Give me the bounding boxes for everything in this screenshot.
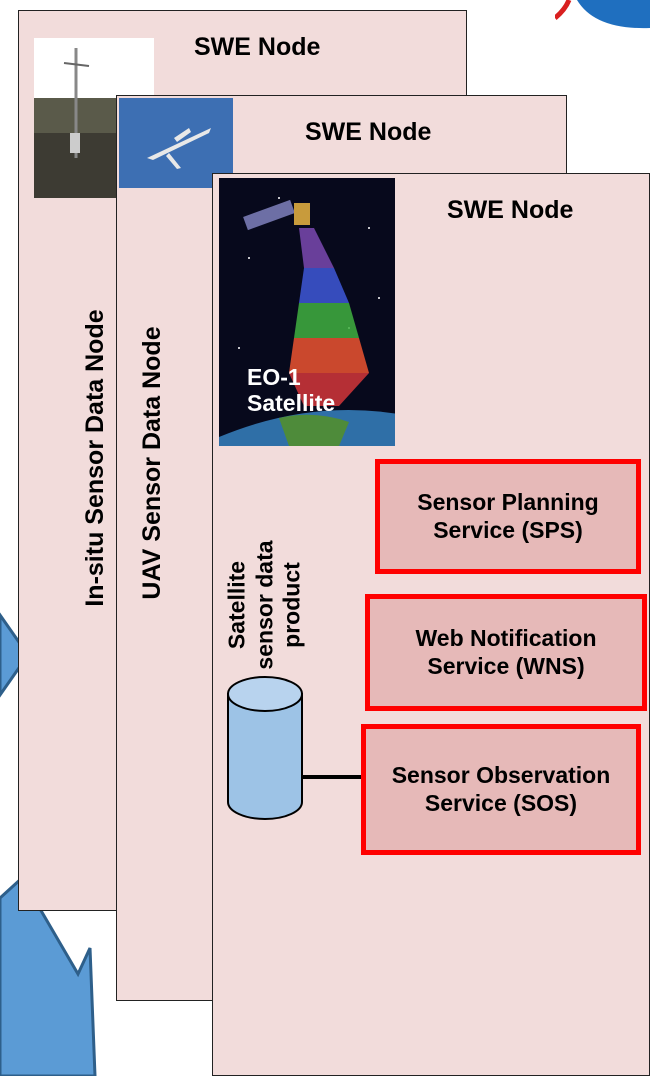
- sos-service-box: Sensor Observation Service (SOS): [361, 724, 641, 855]
- db-connector-line: [302, 775, 364, 779]
- sps-service-box: Sensor Planning Service (SPS): [375, 459, 641, 574]
- satellite-image-caption: EO-1 Satellite: [247, 364, 336, 417]
- node-title: SWE Node: [447, 196, 574, 224]
- in-situ-vertical-label: In-situ Sensor Data Node: [81, 309, 109, 607]
- uav-vertical-label: UAV Sensor Data Node: [138, 326, 166, 600]
- satellite-node-panel: EO-1 Satellite SWE Node Satellite sensor…: [212, 173, 650, 1076]
- globe-icon: [555, 0, 650, 29]
- node-title: SWE Node: [305, 118, 432, 146]
- eo1-satellite-photo: EO-1 Satellite: [219, 178, 395, 446]
- data-product-label: Satellite sensor data product: [223, 540, 305, 670]
- database-icon: [227, 676, 303, 820]
- arrow-icon: [0, 612, 30, 698]
- wns-service-box: Web Notification Service (WNS): [365, 594, 647, 711]
- node-title: SWE Node: [194, 33, 321, 61]
